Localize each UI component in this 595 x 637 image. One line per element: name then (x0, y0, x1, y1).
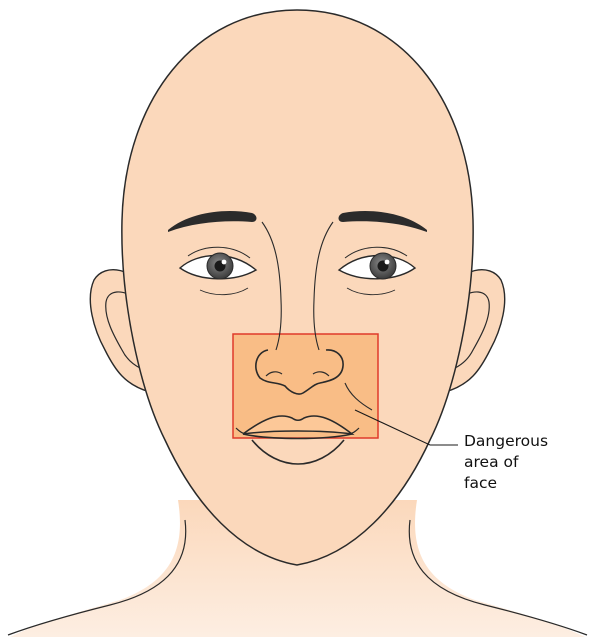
left-eye-highlight (222, 260, 227, 265)
danger-area-label: Dangerous area of face (464, 431, 584, 494)
danger-area-label-line-3: face (464, 473, 584, 494)
right-eye-highlight (385, 260, 390, 265)
head-outline (122, 10, 473, 565)
danger-area-label-line-1: Dangerous (464, 431, 584, 452)
danger-area-label-line-2: area of (464, 452, 584, 473)
